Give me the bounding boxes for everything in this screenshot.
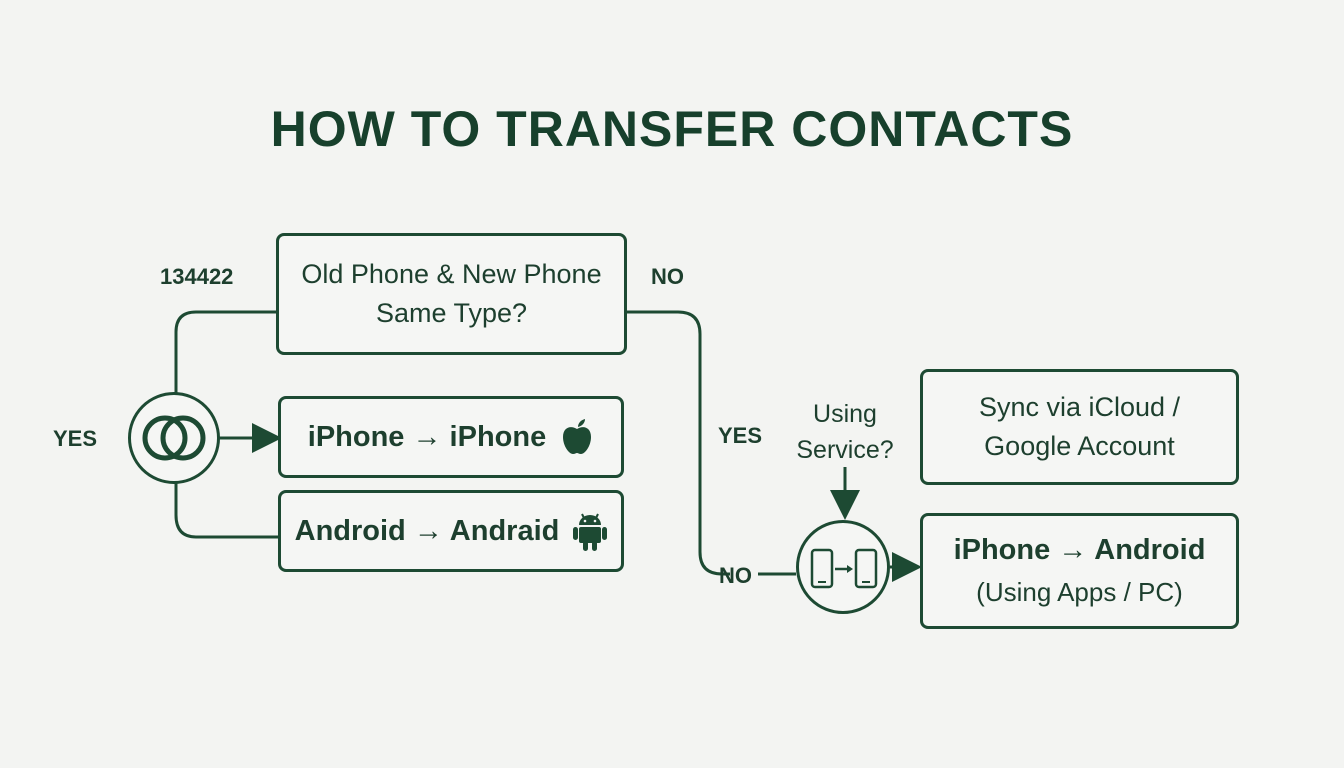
line-question-to-rings	[174, 310, 276, 393]
line-question-no-path	[627, 310, 730, 576]
question-box: Old Phone & New Phone Same Type?	[276, 233, 627, 355]
page-title: HOW TO TRANSFER CONTACTS	[270, 101, 1074, 157]
android-icon	[573, 513, 608, 551]
corner-number: 134422	[160, 264, 234, 289]
outcome-iphone-to-android: iPhone → Android (Using Apps / PC)	[920, 513, 1239, 629]
outcome-iphone-to-iphone: iPhone → iPhone	[278, 396, 624, 478]
phone-transfer-icon	[810, 548, 878, 589]
label-yes-left: YES	[53, 426, 98, 451]
decision-node-rings	[128, 392, 220, 484]
two-rings-icon	[142, 415, 206, 461]
label-yes-mid: YES	[718, 423, 763, 448]
sync-line-1: Sync via iCloud /	[978, 392, 1181, 422]
service-line-1: Using	[813, 400, 877, 428]
question-line-2: Same Type?	[375, 298, 528, 328]
iphone-to-android-line-2: (Using Apps / PC)	[976, 577, 1183, 607]
question-line-1: Old Phone & New Phone	[301, 259, 602, 289]
label-no-top: NO	[651, 264, 684, 289]
service-line-2: Service?	[796, 436, 894, 464]
service-question: Using Service?	[790, 396, 900, 468]
android-to-android-label: Android → Andraid	[294, 514, 560, 547]
label-no-bottom: NO	[719, 563, 752, 588]
iphone-to-android-line-1: iPhone → Android	[953, 534, 1206, 566]
outcome-sync-cloud: Sync via iCloud / Google Account	[920, 369, 1239, 485]
decision-node-phones	[796, 520, 890, 614]
apple-icon	[563, 419, 592, 454]
outcome-android-to-android: Android → Andraid	[278, 490, 624, 572]
sync-line-2: Google Account	[984, 431, 1175, 461]
line-rings-to-android	[174, 482, 278, 539]
iphone-to-iphone-label: iPhone → iPhone	[307, 420, 547, 453]
